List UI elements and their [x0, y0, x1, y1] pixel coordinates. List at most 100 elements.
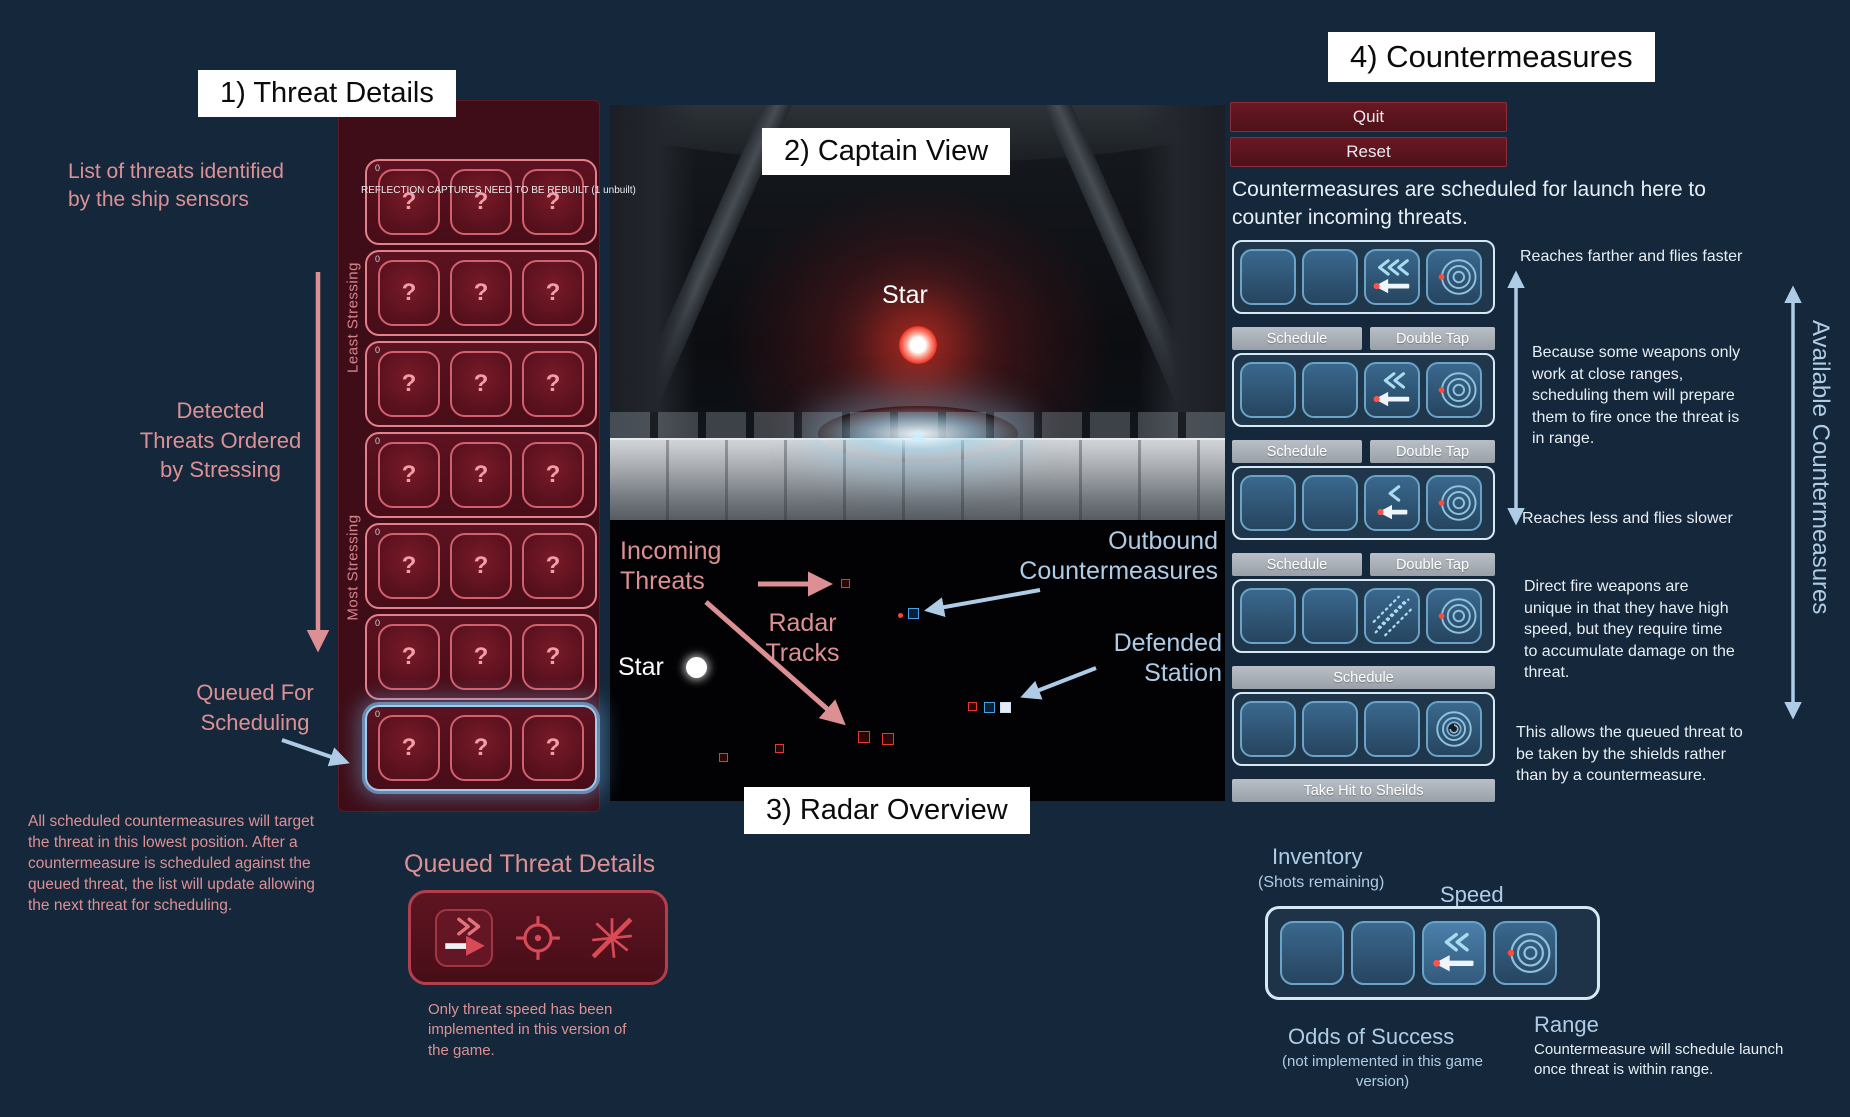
available-countermeasures-label: Available Countermeasures [1807, 320, 1834, 615]
threat-slot: ? [450, 624, 512, 690]
countermeasure-card-long-range [1232, 240, 1495, 314]
cm-empty-slot [1302, 249, 1358, 305]
inventory-empty-slot [1351, 921, 1415, 985]
threat-row-counter: 0 [375, 436, 381, 446]
radar-defended-station-label: Defended Station [1113, 629, 1222, 687]
double-tap-button[interactable]: Double Tap [1370, 440, 1495, 463]
cm-empty-slot [1302, 362, 1358, 418]
red-star [899, 326, 937, 364]
captain-view: Star [610, 105, 1225, 520]
threat-row-counter: 0 [375, 254, 381, 264]
threat-slot: ? [450, 715, 512, 781]
schedule-button[interactable]: Schedule [1232, 666, 1495, 689]
cm-empty-slot [1240, 362, 1296, 418]
threat-slot: ? [522, 715, 584, 781]
threat-slot: ? [522, 533, 584, 599]
speed-arrow-icon [1422, 921, 1486, 985]
threat-list-panel: REFLECTION CAPTURES NEED TO BE REBUILT (… [338, 100, 636, 812]
reflection-warning-text: REFLECTION CAPTURES NEED TO BE REBUILT (… [361, 185, 636, 196]
range-rings-icon [1426, 362, 1482, 418]
threat-row-counter: 0 [375, 709, 381, 719]
most-stressing-label: Most Stressing [344, 514, 362, 621]
threat-slot: ? [522, 351, 584, 417]
inventory-subtitle: (Shots remaining) [1258, 874, 1385, 891]
section-label-threat-details: 1) Threat Details [198, 70, 456, 117]
threat-slot: ? [522, 169, 584, 235]
range-rings-icon [1493, 921, 1557, 985]
section-label-radar-overview: 3) Radar Overview [744, 787, 1030, 834]
range-label: Range [1534, 1012, 1599, 1037]
threat-row[interactable]: 0 ? ? ? [365, 614, 597, 700]
threat-slot: ? [378, 351, 440, 417]
schedule-button[interactable]: Schedule [1232, 440, 1362, 463]
radar-threat-marker [719, 753, 728, 762]
quit-button[interactable]: Quit [1230, 102, 1507, 132]
radar-star-label: Star [618, 653, 664, 681]
star-label: Star [882, 281, 928, 309]
shield-vortex-icon [1426, 701, 1482, 757]
cm-empty-slot [1302, 475, 1358, 531]
queued-threat-details-note: Only threat speed has been implemented i… [428, 1001, 627, 1059]
holo-triangle-icon [909, 429, 926, 442]
schedule-button[interactable]: Schedule [1232, 327, 1362, 350]
schedule-button[interactable]: Schedule [1232, 553, 1362, 576]
cm-empty-slot [1240, 588, 1296, 644]
threat-slot: ? [378, 442, 440, 508]
speed-medium-icon [1364, 362, 1420, 418]
threat-slot: ? [378, 169, 440, 235]
inventory-empty-slot [1280, 921, 1344, 985]
inventory-label: Inventory [1272, 844, 1363, 869]
threat-row-queued[interactable]: 0 ? ? ? [365, 705, 597, 791]
note-direct-fire: Direct fire weapons are unique in that t… [1524, 578, 1735, 682]
radar-incoming-threat-marker [841, 579, 850, 588]
threat-slot: ? [378, 260, 440, 326]
reset-button[interactable]: Reset [1230, 137, 1507, 167]
threat-slot: ? [378, 624, 440, 690]
double-tap-button[interactable]: Double Tap [1370, 327, 1495, 350]
threat-row[interactable]: 0 ? ? ? [365, 341, 597, 427]
threat-row-counter: 0 [375, 527, 381, 537]
queued-threat-details-title: Queued Threat Details [404, 850, 656, 878]
note-reaches-less: Reaches less and flies slower [1522, 510, 1733, 527]
threat-row[interactable]: 0 ? ? ? [365, 159, 597, 245]
cm-empty-slot [1240, 475, 1296, 531]
threat-row[interactable]: 0 ? ? ? [365, 250, 597, 336]
threat-slot: ? [378, 533, 440, 599]
cm-empty-slot [1302, 588, 1358, 644]
range-rings-icon [1426, 588, 1482, 644]
threat-slot: ? [378, 715, 440, 781]
odds-of-success-label: Odds of Success [1288, 1024, 1455, 1049]
section-label-captain-view: 2) Captain View [762, 128, 1011, 175]
flak-scatter-icon [1364, 588, 1420, 644]
radar-outbound-label: Outbound Countermeasures [1019, 527, 1218, 585]
take-hit-to-shields-button[interactable]: Take Hit to Sheilds [1232, 779, 1495, 802]
radar-outbound-countermeasure-marker [908, 608, 919, 619]
speed-fast-icon [1364, 249, 1420, 305]
countermeasure-card-direct-fire [1232, 579, 1495, 653]
radar-station-marker-blue [984, 702, 995, 713]
threat-row-counter: 0 [375, 163, 381, 173]
range-rings-icon [1426, 475, 1482, 531]
radar-star-dot [686, 657, 707, 678]
range-rings-icon [1426, 249, 1482, 305]
threat-speed-icon [435, 908, 493, 967]
threat-slot: ? [522, 260, 584, 326]
threat-row[interactable]: 0 ? ? ? [365, 432, 597, 518]
speed-slow-icon [1364, 475, 1420, 531]
threat-slot: ? [450, 169, 512, 235]
cm-empty-slot [1240, 701, 1296, 757]
threat-row[interactable]: 0 ? ? ? [365, 523, 597, 609]
cm-empty-slot [1240, 249, 1296, 305]
radar-incoming-threats-label: Incoming Threats [620, 537, 722, 595]
radar-tracks-label: Radar Tracks [765, 609, 840, 667]
threat-slot: ? [450, 533, 512, 599]
inventory-legend-card [1265, 906, 1600, 1000]
note-scheduled-behavior: All scheduled countermeasures will targe… [28, 813, 315, 914]
section-label-countermeasures: 4) Countermeasures [1328, 32, 1655, 82]
note-ordered-by-stressing: Detected Threats Ordered by Stressing [139, 398, 302, 483]
radar-threat-marker [775, 744, 784, 753]
radar-threat-marker [882, 733, 894, 745]
double-tap-button[interactable]: Double Tap [1370, 553, 1495, 576]
threat-odds-disabled-icon [583, 909, 641, 967]
radar-station-marker-white [1000, 702, 1011, 713]
